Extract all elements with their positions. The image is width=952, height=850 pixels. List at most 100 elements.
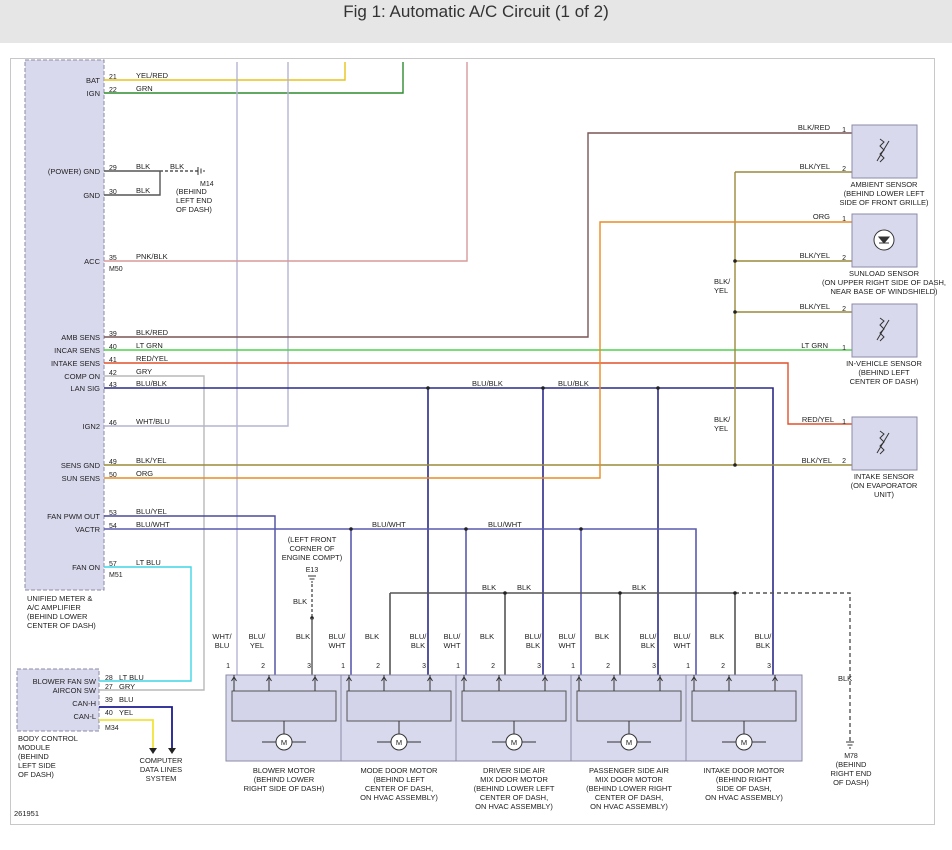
motor-wire-label: BLU xyxy=(215,641,230,650)
e13-caption: (LEFT FRONT xyxy=(288,535,337,544)
motor-driver-block xyxy=(231,690,337,722)
ecu-terminal-label: BAT xyxy=(86,76,100,85)
sensor-pin-number: 1 xyxy=(842,127,846,134)
connector-m51: M51 xyxy=(109,572,123,579)
ecu-terminal-label: FAN ON xyxy=(72,563,100,572)
sensor-pin-number: 1 xyxy=(842,345,846,352)
motor-wire-label: BLK xyxy=(595,632,609,641)
sensor-pin-number: 2 xyxy=(842,458,846,465)
motor-pin-number: 2 xyxy=(376,663,380,670)
sensor-caption: INTAKE SENSOR xyxy=(854,472,915,481)
ecu-caption: A/C AMPLIFIER xyxy=(27,603,81,612)
arrow-up-icon xyxy=(266,676,272,682)
motor-wire-label: BLK xyxy=(296,632,310,641)
motor-caption: MODE DOOR MOTOR xyxy=(361,766,439,775)
wire-blk-to-m78 xyxy=(735,592,851,742)
ecu-pin-number: 46 xyxy=(109,420,117,427)
wire-can-h xyxy=(99,706,173,748)
wire-label-comp: GRY xyxy=(136,367,152,376)
splice-dot xyxy=(618,591,622,595)
sensor-box xyxy=(851,416,918,471)
motor-wire-label: BLK xyxy=(411,641,425,650)
bcm-caption: BODY CONTROL xyxy=(18,734,78,743)
motor-caption: DRIVER SIDE AIR xyxy=(483,766,546,775)
sensor-wire-label: BLK/YEL xyxy=(800,302,830,311)
data-lines-caption: SYSTEM xyxy=(146,774,177,783)
motor-caption: CENTER OF DASH, xyxy=(480,793,548,802)
motor-pin-number: 3 xyxy=(652,663,656,670)
ecu-terminal-label: IGN xyxy=(87,89,100,98)
motor-wire-label: BLU/ xyxy=(329,632,347,641)
ecu-pin-number: 30 xyxy=(109,189,117,196)
wire-vactr xyxy=(104,528,697,675)
splice-dot xyxy=(656,386,660,390)
motor-wire-label: WHT xyxy=(443,641,460,650)
motor-wire-label: BLU/ xyxy=(249,632,267,641)
ecu-pin-number: 43 xyxy=(109,382,117,389)
data-lines-caption: COMPUTER xyxy=(140,756,184,765)
splice-dot xyxy=(733,591,737,595)
arrow-up-icon xyxy=(496,676,502,682)
ecu-pin-number: 35 xyxy=(109,255,117,262)
motor-wire-label: BLU/ xyxy=(525,632,543,641)
arrow-up-icon xyxy=(772,676,778,682)
bcm-terminal-label: CAN-L xyxy=(73,712,96,721)
motor-pin-number: 1 xyxy=(226,663,230,670)
motor-icon xyxy=(620,733,638,751)
bcm-terminal-label: BLOWER FAN SW xyxy=(33,677,97,686)
wire-label-intake: RED/YEL xyxy=(136,354,168,363)
title-bar: Fig 1: Automatic A/C Circuit (1 of 2) xyxy=(0,0,952,43)
ecu-pin-number: 49 xyxy=(109,459,117,466)
motor-symbol: M xyxy=(281,738,287,747)
motor-pin-number: 1 xyxy=(571,663,575,670)
arrow-up-icon xyxy=(542,676,548,682)
bcm-terminal-label: CAN-H xyxy=(72,699,96,708)
motor-caption: (BEHIND LOWER xyxy=(254,775,315,784)
motor-caption: MIX DOOR MOTOR xyxy=(480,775,548,784)
wire-lan-sig xyxy=(104,387,774,675)
sensor-wire-label: LT GRN xyxy=(801,341,828,350)
arrow-up-icon xyxy=(231,676,237,682)
wire-label-sun: ORG xyxy=(136,469,153,478)
bcm-pin-number: 27 xyxy=(105,684,113,691)
motor-symbol: M xyxy=(741,738,747,747)
bus-label-blu-blk: BLU/BLK xyxy=(472,379,503,388)
motor-wire-label: WHT xyxy=(328,641,345,650)
thermistor-arrow-icon xyxy=(876,432,890,454)
sensor-caption: (ON UPPER RIGHT SIDE OF DASH, xyxy=(822,278,946,287)
wire-comp-on xyxy=(104,375,205,691)
bus-label-blu-wht: BLU/WHT xyxy=(372,520,406,529)
motor-wire-label: WHT xyxy=(673,641,690,650)
motor-wire-label: WHT xyxy=(558,641,575,650)
bcm-wire-label: YEL xyxy=(119,708,133,717)
motor-wire-label: BLK xyxy=(526,641,540,650)
e13-caption: ENGINE COMPT) xyxy=(282,553,343,562)
bcm-wire-label: LT BLU xyxy=(119,673,144,682)
motor-caption: PASSENGER SIDE AIR xyxy=(589,766,669,775)
motor-symbol: M xyxy=(396,738,402,747)
wire-label-amb: BLK/RED xyxy=(136,328,169,337)
motor-wire-label: YEL xyxy=(250,641,264,650)
bus-label-blk: BLK xyxy=(517,583,531,592)
arrow-up-icon xyxy=(381,676,387,682)
wire-gnd xyxy=(104,171,161,196)
wire-acc xyxy=(104,62,468,262)
motor-driver-block xyxy=(461,690,567,722)
wire-ign2 xyxy=(104,62,289,427)
sensor-caption: (BEHIND LOWER LEFT xyxy=(844,189,925,198)
motor-pin-number: 1 xyxy=(686,663,690,670)
sensor-ground-label: YEL xyxy=(714,424,728,433)
page-title: Fig 1: Automatic A/C Circuit (1 of 2) xyxy=(343,2,609,21)
splice-dot xyxy=(503,591,507,595)
connector-m34: M34 xyxy=(105,725,119,732)
wire-label-acc: PNK/BLK xyxy=(136,252,168,261)
splice-dot xyxy=(426,386,430,390)
wire-fan-on xyxy=(104,566,192,682)
splice-dot xyxy=(733,463,737,467)
motor-caption: SIDE OF DASH, xyxy=(716,784,771,793)
bcm-wire-label: BLU xyxy=(119,695,134,704)
motor-driver-block xyxy=(576,690,682,722)
wire-label-incar: LT GRN xyxy=(136,341,163,350)
motor-caption: RIGHT SIDE OF DASH) xyxy=(244,784,325,793)
